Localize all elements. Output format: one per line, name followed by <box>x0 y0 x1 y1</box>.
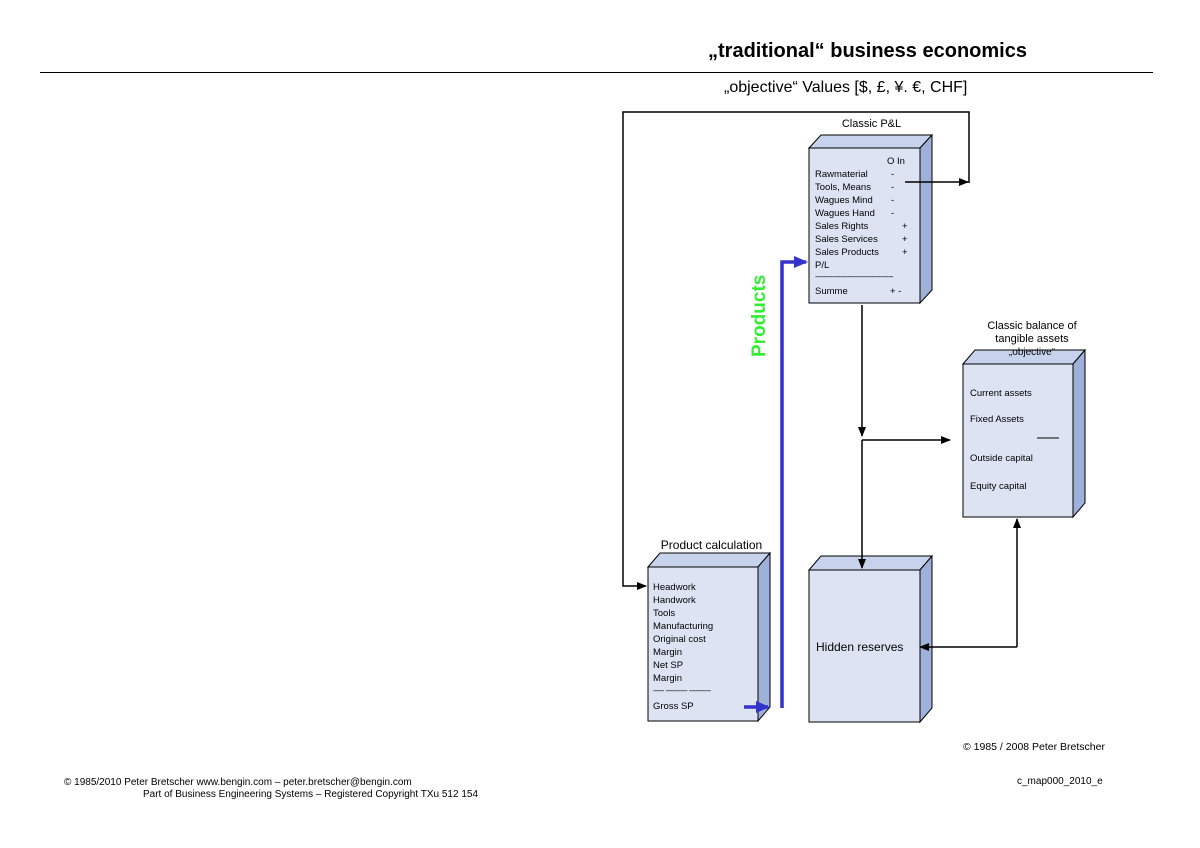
pl-box <box>807 133 934 305</box>
pl-total-label: Summe <box>815 286 848 297</box>
pl-row-sign: + <box>902 234 908 245</box>
reserves-balance-link <box>919 518 1021 651</box>
calc-box <box>646 551 772 723</box>
pl-row-sign: + <box>902 221 908 232</box>
balance-row: Current assets <box>970 388 1032 399</box>
pl-column-header: O In <box>887 156 905 167</box>
pl-row-label: Tools, Means <box>815 182 871 193</box>
calc-row: Headwork <box>653 582 696 593</box>
pl-divider: ------------------------------------ <box>815 272 893 281</box>
calc-row: Margin <box>653 673 683 684</box>
copyright-right: © 1985 / 2008 Peter Bretscher <box>963 741 1105 753</box>
pl-row-label: Sales Products <box>815 247 879 258</box>
products-flow-label: Products <box>749 274 770 357</box>
balance-box <box>961 348 1087 519</box>
calc-row: Tools <box>653 608 676 619</box>
copyright-line1: © 1985/2010 Peter Bretscher www.bengin.c… <box>64 777 412 788</box>
feedback-loop-arrow <box>622 111 970 590</box>
balance-title-line1: Classic balance of <box>987 320 1077 332</box>
balance-title-line3: „objective“ <box>1008 347 1056 358</box>
reserves-box <box>807 554 934 724</box>
products-flow-arrow <box>744 256 808 713</box>
calc-row: Handwork <box>653 595 696 606</box>
pl-row-sign: - <box>891 182 895 193</box>
pl-title: Classic P&L <box>841 118 902 130</box>
copyright-line2: Part of Business Engineering Systems – R… <box>143 789 478 800</box>
calc-row: Original cost <box>653 634 706 645</box>
hidden-reserves-label: Hidden reserves <box>816 640 904 654</box>
pl-row-label: Sales Rights <box>815 221 869 232</box>
calc-total: Gross SP <box>653 701 694 712</box>
pl-row-label: Wagues Hand <box>815 208 875 219</box>
pl-row-label: Sales Services <box>815 234 878 245</box>
pl-row-sign: - <box>891 208 895 219</box>
pl-row-sign: - <box>891 195 895 206</box>
title-divider <box>40 72 1153 73</box>
pl-row-sign: + <box>902 247 908 258</box>
document-id: c_map000_2010_e <box>1017 776 1103 787</box>
calc-row: Net SP <box>653 660 684 671</box>
balance-row: Outside capital <box>970 453 1033 464</box>
pl-row-label: Wagues Mind <box>815 195 873 206</box>
pl-row-label: Rawmaterial <box>815 169 868 180</box>
page-title: „traditional“ business economics <box>708 40 1027 62</box>
balance-row: Equity capital <box>970 481 1027 492</box>
page-subtitle: „objective“ Values [$, £, ¥. €, CHF] <box>724 79 968 96</box>
calc-row: Manufacturing <box>653 621 714 632</box>
calc-title: Product calculation <box>660 538 763 552</box>
balance-row: Fixed Assets <box>970 414 1024 425</box>
calc-divider: ----- ---------- ---------- <box>653 686 711 695</box>
pl-row-sign: - <box>891 169 895 180</box>
balance-title-line2: tangible assets <box>995 333 1069 345</box>
calc-row: Margin <box>653 647 683 658</box>
pl-total-sign: + - <box>890 286 902 297</box>
pl-row-label: P/L <box>815 260 830 271</box>
